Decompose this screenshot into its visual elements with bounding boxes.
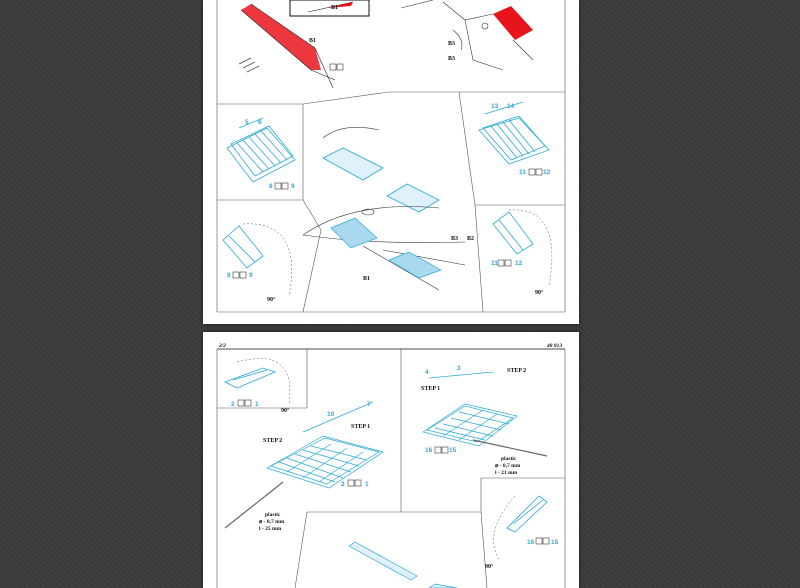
part-number: 15 [551, 539, 559, 546]
part-number: 6 [258, 119, 262, 126]
instruction-page-2: 2/2 48 813 2 1 90° 10 7 [203, 332, 579, 588]
b3-label-b: B3 [448, 56, 455, 62]
step-label: STEP 1 [421, 386, 440, 392]
plastic-title: plastic [501, 456, 517, 462]
plastic-diameter: ⌀ - 0,7 mm [259, 519, 285, 525]
pe-frame-right [478, 101, 550, 165]
part-number: 13 [491, 103, 499, 110]
set-code: 48 813 [546, 343, 562, 349]
part-number: 16 [425, 447, 433, 454]
part-number: 3 [457, 365, 461, 372]
red-flap [493, 6, 533, 40]
part-number: 12 [515, 260, 523, 267]
part-number: 1 [255, 401, 259, 408]
b3-label-a: B3 [448, 41, 455, 47]
step-label: STEP 2 [507, 368, 526, 374]
pe-frame-large-left [266, 401, 384, 489]
step-label: STEP 1 [351, 424, 370, 430]
page-2-drawing: 2/2 48 813 2 1 90° 10 7 [216, 343, 566, 588]
part-number: 4 [425, 369, 429, 376]
b1-bottom-label: B1 [363, 276, 370, 282]
pe-frame-left [226, 117, 296, 183]
part-number: 12 [543, 169, 551, 176]
part-number: 8 [269, 183, 273, 190]
pe-frame-center-a [322, 147, 440, 213]
angle-label: 90° [267, 296, 276, 303]
part-number: 11 [519, 169, 526, 176]
part-number: 8 [227, 272, 231, 279]
blue-panel-b [388, 251, 442, 279]
plastic-diameter: ⌀ - 0,7 mm [495, 463, 521, 469]
b1-top-label: B1 [331, 5, 338, 11]
part-number: 2 [341, 481, 345, 488]
page-1-drawing: B1 B1 B3 B3 5 6 8 9 [216, 0, 566, 313]
part-number: 16 [527, 539, 535, 546]
plastic-length: l - 25 mm [259, 526, 282, 532]
part-number: 11 [491, 260, 498, 267]
part-number: 9 [291, 183, 295, 190]
red-paint-strip [241, 4, 321, 70]
part-number: 1 [365, 481, 369, 488]
step-label: STEP 2 [263, 438, 282, 444]
angle-label: 90° [485, 563, 494, 570]
blue-panel-a [330, 217, 378, 249]
part-number: 5 [245, 119, 249, 126]
part-number: 9 [249, 272, 253, 279]
part-number: 15 [449, 447, 457, 454]
part-number: 2 [231, 401, 235, 408]
page-number: 2/2 [218, 343, 226, 349]
instruction-page-1: B1 B1 B3 B3 5 6 8 9 [203, 0, 579, 324]
part-number: 7 [367, 401, 371, 408]
inset-box [289, 0, 370, 17]
angle-label: 90° [281, 407, 290, 414]
plastic-length: l - 21 mm [495, 470, 518, 476]
b1-wing-label: B1 [309, 38, 316, 44]
b3-b2-label: B2 [467, 236, 474, 242]
b3-b2-label: B3 [451, 236, 458, 242]
plastic-title: plastic [265, 512, 281, 518]
angle-label: 90° [535, 289, 544, 296]
pe-frame-large-right [422, 371, 518, 447]
part-number: 14 [507, 103, 515, 110]
part-number: 10 [327, 411, 335, 418]
